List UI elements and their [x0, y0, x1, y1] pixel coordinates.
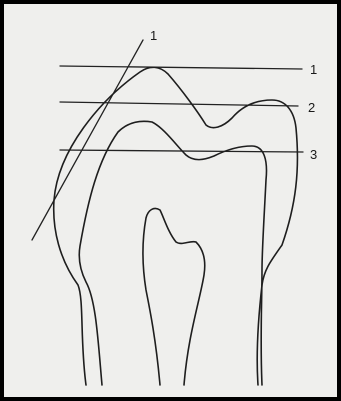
reference-line-1 [60, 66, 302, 69]
level-2-label: 2 [308, 100, 315, 115]
root-canal-contour [143, 208, 205, 385]
tangent-label: 1 [150, 28, 157, 43]
level-1-label: 1 [310, 62, 317, 77]
inner-contour [79, 121, 266, 385]
reference-line-2 [60, 102, 298, 106]
level-3-label: 3 [310, 147, 317, 162]
